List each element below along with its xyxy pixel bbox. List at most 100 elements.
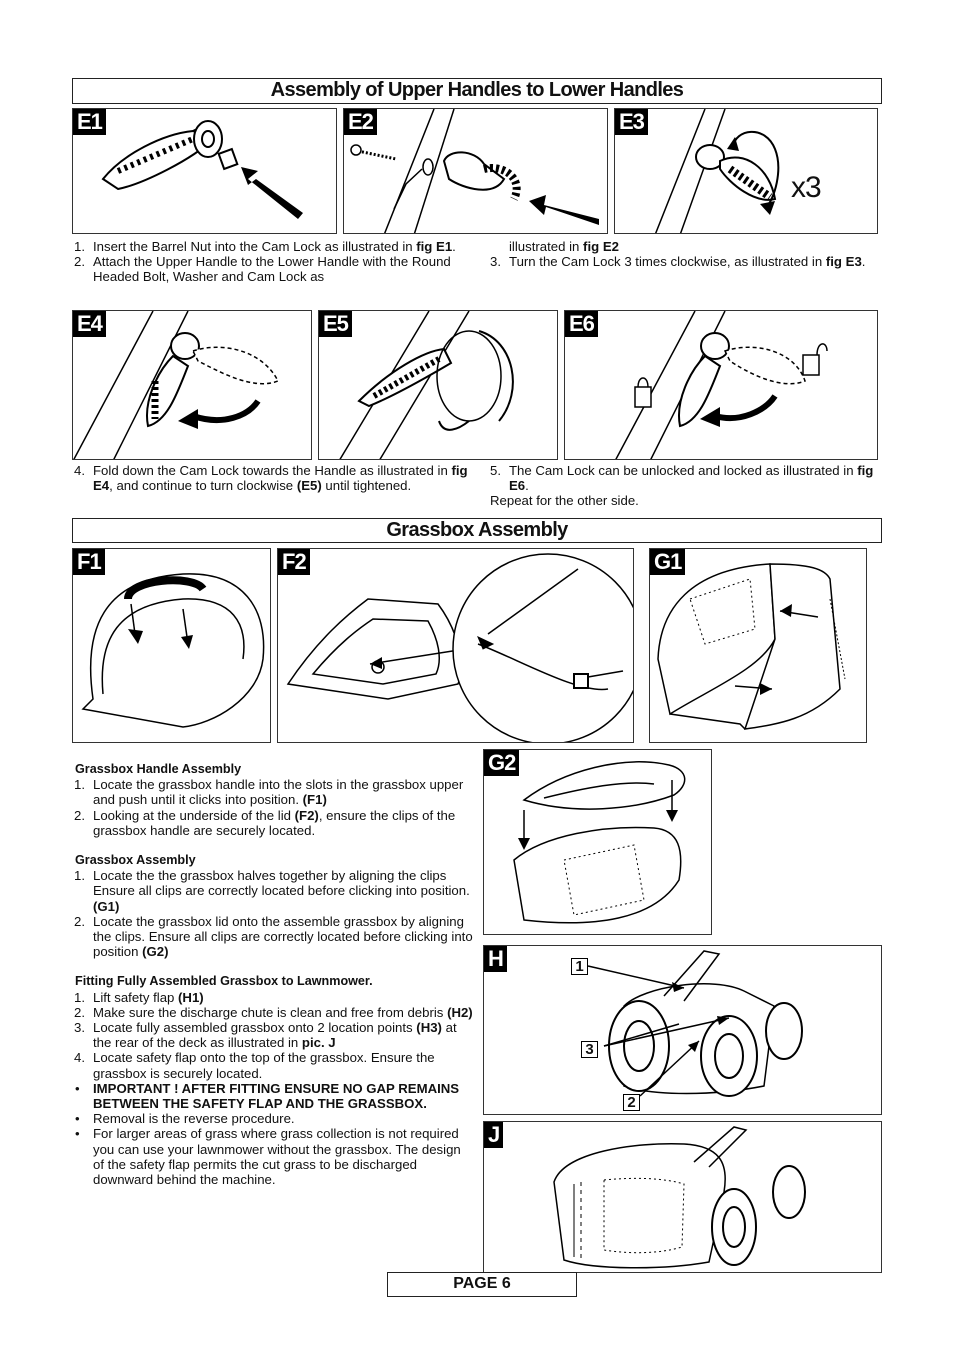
figure-g1: G1 xyxy=(649,548,867,743)
fitting-step-3: 3. Locate fully assembled grassbox onto 2… xyxy=(72,1020,474,1050)
grassbox-lid-fitting-illustration xyxy=(513,761,686,924)
grassbox-section-title-text: Grassbox Assembly xyxy=(386,519,568,541)
step-4-ref2: (E5) xyxy=(296,478,322,494)
assembly-step-1: 1. Locate the the grassbox halves togethe… xyxy=(72,868,474,914)
figure-h-label: H xyxy=(484,946,507,972)
handle-step-2-text: Looking at the underside of the lid xyxy=(93,807,295,823)
page-number: PAGE 6 xyxy=(387,1272,577,1297)
figure-f1-label: F1 xyxy=(73,549,105,575)
fitting-step-3-number: 3. xyxy=(74,1020,85,1036)
bullet-2-glyph: • xyxy=(75,1111,80,1127)
fitting-step-2-number: 2. xyxy=(74,1004,85,1020)
repeat-note: Repeat for the other side. xyxy=(490,493,639,509)
bullet-larger-areas: • For larger areas of grass where grass c… xyxy=(72,1126,474,1187)
step-2-cont-text: illustrated in xyxy=(509,239,584,254)
figure-e6-label: E6 xyxy=(565,311,598,337)
step-2-number: 2. xyxy=(74,254,85,270)
figure-e5-label: E5 xyxy=(319,311,352,337)
lid-underside-clips-illustration xyxy=(286,553,633,742)
fold-down-camlock-illustration xyxy=(73,311,280,459)
fitting-step-4-number: 4. xyxy=(74,1050,85,1066)
figure-e6: E6 xyxy=(564,310,878,460)
handle-step-2-end: , ensure the clips of the grassbox handl… xyxy=(93,807,456,838)
step-5-end: . xyxy=(525,478,529,494)
step-5-number: 5. xyxy=(490,463,501,478)
handle-step-2-ref: (F2) xyxy=(294,807,319,823)
step-4-mid: , and continue to turn clockwise xyxy=(109,478,297,494)
step-5: 5.The Cam Lock can be unlocked and locke… xyxy=(488,463,883,493)
figure-e4-label: E4 xyxy=(73,311,106,337)
assembly-step-1-number: 1. xyxy=(74,868,85,884)
assembly-section-title: Assembly of Upper Handles to Lower Handl… xyxy=(72,78,882,104)
handle-step-2-number: 2. xyxy=(74,807,85,823)
callout-2: 2 xyxy=(623,1094,640,1111)
steps-1-3-right: illustrated in fig E2 3. Turn the Cam Loc… xyxy=(488,239,883,269)
figure-g1-label: G1 xyxy=(650,549,686,575)
grassbox-handle-heading: Grassbox Handle Assembly xyxy=(75,762,242,776)
step-3-text: Turn the Cam Lock 3 times clockwise, as … xyxy=(509,254,826,270)
step-1-end: . xyxy=(452,239,456,254)
lock-unlock-camlock-illustration xyxy=(615,311,828,459)
step-4-ref: fig E4 xyxy=(93,463,468,494)
step-4-end: until tightened. xyxy=(321,478,412,494)
bullet-larger-areas-text: For larger areas of grass where grass co… xyxy=(93,1126,461,1188)
step-4-number: 4. xyxy=(74,463,85,478)
step-2-continued: illustrated in fig E2 xyxy=(488,239,883,254)
fitting-step-1: 1.Lift safety flap (H1) xyxy=(72,990,474,1005)
figure-e2: E2 xyxy=(343,108,608,234)
assembly-step-1-text: Locate the the grassbox halves together … xyxy=(93,868,470,899)
bullet-3-glyph: • xyxy=(75,1126,80,1142)
assembly-step-2-text: Locate the grassbox lid onto the assembl… xyxy=(93,913,473,960)
turn-camlock-clockwise-illustration xyxy=(654,109,780,233)
fitting-step-1-ref: (H1) xyxy=(178,989,204,1005)
figure-f1: F1 xyxy=(72,548,271,743)
assembly-section-title-text: Assembly of Upper Handles to Lower Handl… xyxy=(270,79,684,101)
grassbox-handle-illustration xyxy=(81,573,265,728)
bullet-removal-text: Removal is the reverse procedure. xyxy=(93,1111,295,1127)
handle-step-1-number: 1. xyxy=(74,777,85,793)
step-1: 1. Insert the Barrel Nut into the Cam Loc… xyxy=(72,239,472,254)
fitting-step-4-text: Locate safety flap onto the top of the g… xyxy=(93,1050,435,1081)
figure-e1: E1 xyxy=(72,108,337,234)
fitting-step-3-ref: (H3) xyxy=(416,1020,442,1036)
figure-e3: x3 E3 xyxy=(614,108,878,234)
assembled-mower-with-grassbox-illustration xyxy=(553,1126,806,1269)
step-3-number: 3. xyxy=(490,254,501,270)
fitting-step-2: 2. Make sure the discharge chute is clean… xyxy=(72,1005,474,1020)
handle-step-2: 2. Looking at the underside of the lid (F… xyxy=(72,808,474,838)
cam-lock-barrel-nut-illustration xyxy=(101,120,303,219)
grassbox-halves-illustration xyxy=(657,563,846,730)
step-4-text: Fold down the Cam Lock towards the Handl… xyxy=(93,463,452,478)
steps-1-3-left: 1. Insert the Barrel Nut into the Cam Loc… xyxy=(72,239,472,285)
step-1-text: Insert the Barrel Nut into the Cam Lock … xyxy=(93,239,417,254)
assembly-step-2-ref: (G2) xyxy=(142,944,169,960)
grassbox-assembly-heading: Grassbox Assembly xyxy=(75,853,196,868)
figure-j: J xyxy=(483,1121,882,1273)
assembly-step-2: 2. Locate the grassbox lid onto the assem… xyxy=(72,914,474,960)
fitting-step-2-text: Make sure the discharge chute is clean a… xyxy=(93,1004,448,1020)
step-2-text: Attach the Upper Handle to the Lower Han… xyxy=(93,254,451,285)
handle-step-1: 1. Locate the grassbox handle into the sl… xyxy=(72,777,474,807)
step-1-number: 1. xyxy=(74,239,85,254)
callout-1: 1 xyxy=(571,958,588,975)
page-number-text: PAGE 6 xyxy=(453,1275,511,1292)
step-2: 2. Attach the Upper Handle to the Lower H… xyxy=(72,254,472,284)
grassbox-section-title: Grassbox Assembly xyxy=(72,518,882,543)
fitting-step-1-text: Lift safety flap xyxy=(93,989,179,1005)
steps-5-right: 5.The Cam Lock can be unlocked and locke… xyxy=(488,463,883,509)
handle-step-1-text: Locate the grassbox handle into the slot… xyxy=(93,777,464,808)
bullet-important-text: IMPORTANT ! AFTER FITTING ENSURE NO GAP … xyxy=(93,1080,460,1112)
figure-e5: E5 xyxy=(318,310,558,460)
figure-h: 1 3 2 H xyxy=(483,945,882,1115)
three-times-indicator: x3 xyxy=(791,171,822,204)
grassbox-instructions: Grassbox Handle Assembly 1. Locate the gr… xyxy=(72,762,474,1187)
fitting-step-3-text: Locate fully assembled grassbox onto 2 l… xyxy=(93,1020,417,1036)
assembly-step-1-ref: (G1) xyxy=(93,898,120,914)
step-3: 3. Turn the Cam Lock 3 times clockwise, a… xyxy=(488,254,883,269)
figure-j-label: J xyxy=(484,1122,504,1148)
step-3-ref: fig E3 xyxy=(825,254,862,270)
assembly-step-2-number: 2. xyxy=(74,913,85,929)
bullet-1-glyph: • xyxy=(75,1080,80,1096)
tighten-camlock-illustration xyxy=(339,311,514,459)
figure-g2: G2 xyxy=(483,749,712,935)
